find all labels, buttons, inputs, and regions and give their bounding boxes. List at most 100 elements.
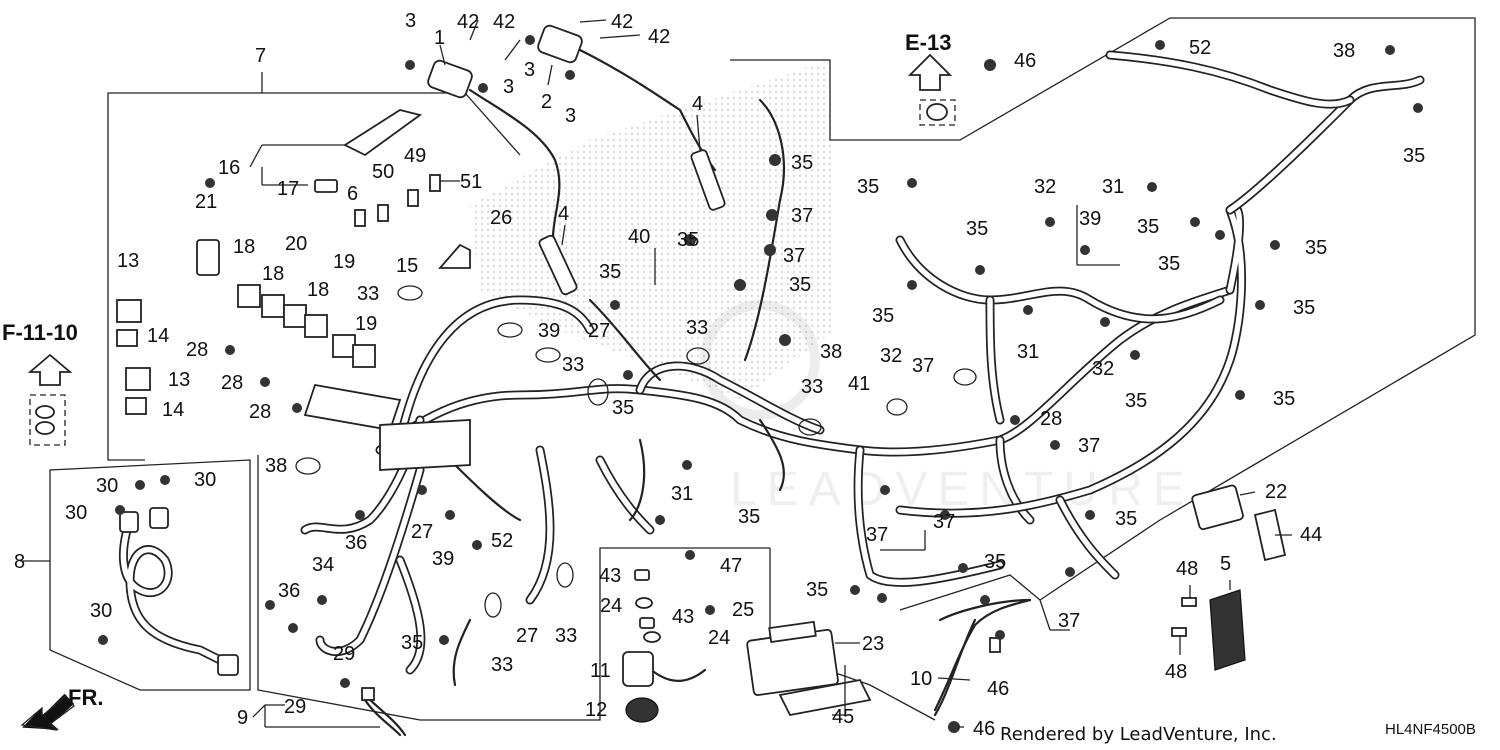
callout-35j: 35 [1115,508,1137,530]
diagram-code: HL4NF4500B [1385,721,1476,738]
callout-20: 20 [285,233,307,255]
callout-33f: 33 [491,654,513,676]
ref-arrow-e13 [907,53,953,91]
callout-30d: 30 [90,600,112,622]
callout-1: 1 [434,27,445,49]
callout-52a: 52 [1189,37,1211,59]
callout-42d: 42 [648,26,670,48]
callout-28a: 28 [186,339,208,361]
bolt-48a [1181,597,1197,607]
callout-4b: 4 [558,203,569,225]
callout-35c: 35 [599,261,621,283]
callout-35a: 35 [791,152,813,174]
callout-22: 22 [1265,481,1287,503]
callout-46c: 46 [973,718,995,740]
nut-43b [639,617,655,629]
watermark: LEADVENTURE [700,300,1195,516]
callout-35m: 35 [1293,297,1315,319]
callout-42b: 42 [493,11,515,33]
callout-35e: 35 [612,397,634,419]
callout-27b: 27 [411,521,433,543]
callout-39c: 39 [1079,208,1101,230]
callout-2: 2 [541,91,552,113]
callout-36b: 36 [278,580,300,602]
callout-4a: 4 [692,93,703,115]
ref-label-f1110: F-11-10 [2,320,78,345]
callout-31c: 31 [671,483,693,505]
callout-45: 45 [832,706,854,728]
callout-27a: 27 [588,320,610,342]
relay-18b [261,294,285,318]
callout-30c: 30 [65,502,87,524]
callout-31b: 31 [1017,341,1039,363]
callout-13a: 13 [117,250,139,272]
callout-50: 50 [372,161,394,183]
ignition-coil-2 [537,24,583,64]
callout-12: 12 [585,699,607,721]
fuse-51 [429,174,441,192]
callout-31a: 31 [1102,176,1124,198]
relay-18c [304,314,328,338]
regulator-5 [1209,589,1246,671]
group-outline-8 [49,459,251,691]
callout-32b: 32 [880,345,902,367]
callout-18c: 18 [307,279,329,301]
callout-25: 25 [732,599,754,621]
callout-35b: 35 [677,229,699,251]
callout-14b: 14 [162,399,184,421]
nut-43a [634,569,650,581]
fuse-49 [407,189,419,207]
callout-37a: 37 [791,205,813,227]
callout-35n: 35 [1305,237,1327,259]
callout-48b: 48 [1165,661,1187,683]
callout-30b: 30 [194,469,216,491]
callout-35p: 35 [1137,216,1159,238]
relay-21 [196,239,220,276]
ref-inset-e13 [926,103,948,121]
callout-19b: 19 [355,313,377,335]
callout-39a: 39 [538,320,560,342]
svg-text:LEADVENTURE: LEADVENTURE [730,463,1195,516]
callout-51: 51 [460,171,482,193]
callout-29a: 29 [333,643,355,665]
callout-37c: 37 [912,355,934,377]
callout-52b: 52 [491,530,513,552]
fuse-17 [314,179,338,193]
ignition-coil-1 [427,59,473,99]
front-arrow-icon [20,693,75,731]
callout-labels: 1 2 3 3 3 3 4 4 5 6 7 8 9 10 11 12 13 13… [14,10,1425,740]
ref-label-e13: E-13 [905,30,951,55]
relay-14a [116,329,138,347]
callout-35d: 35 [789,274,811,296]
ecu-23 [746,620,839,696]
callout-9: 9 [237,707,248,729]
callout-24a: 24 [600,595,622,617]
callout-35o: 35 [1158,253,1180,275]
relay-20 [283,304,307,328]
callout-29b: 29 [284,696,306,718]
relay-cover-12 [625,697,659,723]
callout-42a: 42 [457,11,479,33]
callout-44: 44 [1300,524,1322,546]
bracket-15 [438,243,471,269]
callout-35r: 35 [966,218,988,240]
callout-39b: 39 [432,548,454,570]
callout-14a: 14 [147,325,169,347]
clamps [98,35,1423,733]
plug-cap-4b [690,149,726,211]
callout-28c: 28 [249,401,271,423]
callout-36a: 36 [345,532,367,554]
callout-24b: 24 [708,627,730,649]
callout-35q: 35 [1403,145,1425,167]
callout-35t: 35 [872,305,894,327]
callout-11: 11 [590,660,611,682]
callout-42c: 42 [611,11,633,33]
callout-32c: 32 [1092,358,1114,380]
washer-24a [635,597,653,609]
callout-7: 7 [255,45,266,67]
relay-19a [332,334,356,358]
callout-32a: 32 [1034,176,1056,198]
callout-18a: 18 [233,236,255,258]
shaded-region [470,60,835,400]
